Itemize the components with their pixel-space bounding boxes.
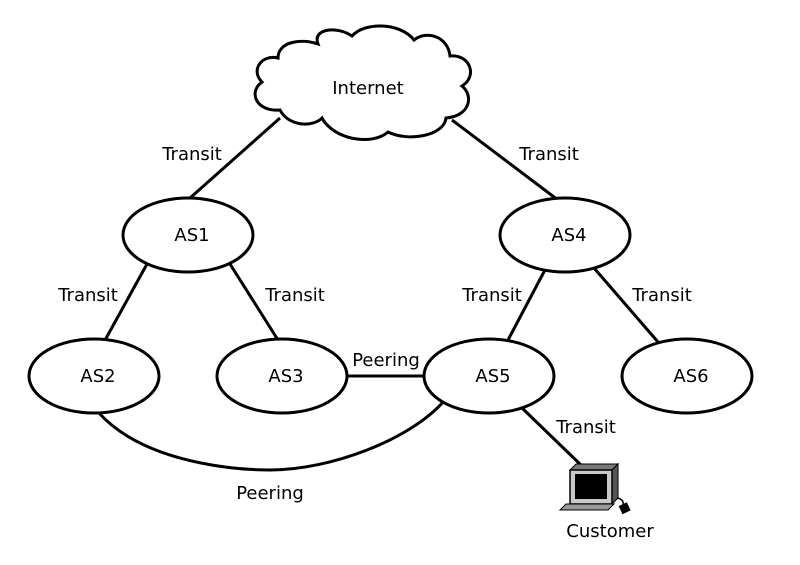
edge-as4-as6 [592,267,660,343]
edge-as4-as5 [506,267,548,341]
edge-as1-as3 [228,263,280,341]
edge-label-internet-as1: Transit [161,144,222,165]
edge-label-as1-as3: Transit [264,285,325,306]
edge-as1-as2 [102,263,149,343]
edge-label-as4-as5: Transit [461,285,522,306]
computer-icon [558,462,631,515]
edge-internet-as4 [451,118,559,202]
as1-label: AS1 [174,225,209,246]
as4-node: AS4 [498,196,632,274]
as5-node: AS5 [422,337,556,415]
edge-label-as2-as5: Peering [236,483,304,504]
cloud-icon [253,24,472,141]
edge-as5-customer [520,406,584,468]
internet-label: Internet [332,78,403,99]
as4-label: AS4 [551,225,586,246]
as1-node: AS1 [121,196,255,274]
edge-label-internet-as4: Transit [518,144,579,165]
internet-node: Internet [253,24,472,141]
as2-node: AS2 [27,337,161,415]
customer-label: Customer [566,521,654,542]
as3-label: AS3 [268,366,303,387]
edge-label-as3-as5: Peering [352,350,420,371]
as5-label: AS5 [475,366,510,387]
customer-node: Customer [558,462,654,542]
edge-internet-as1 [189,116,281,200]
as6-node: AS6 [620,337,754,415]
edge-as2-as5 [96,400,446,472]
as6-label: AS6 [673,366,708,387]
edge-label-as5-customer: Transit [555,417,616,438]
edge-label-as4-as6: Transit [631,285,692,306]
edge-label-as1-as2: Transit [57,285,118,306]
as2-label: AS2 [80,366,115,387]
as3-node: AS3 [215,337,349,415]
